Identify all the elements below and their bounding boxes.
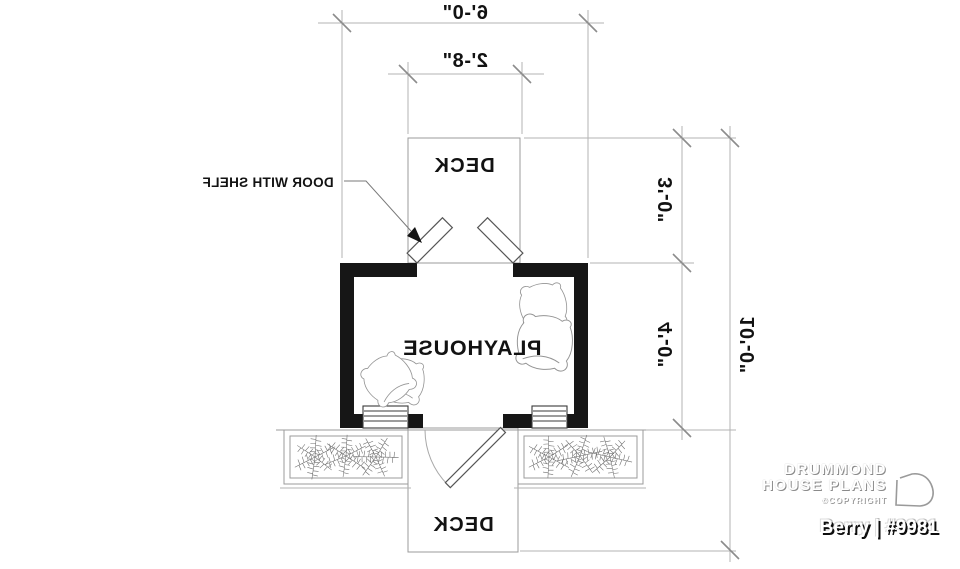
drummond-logo-icon bbox=[895, 473, 934, 507]
dim-overall-width: 6'-0" bbox=[442, 2, 488, 24]
door-note-leader bbox=[344, 180, 422, 243]
dim-overall-depth: 10'-0" bbox=[737, 316, 759, 373]
plan-id: Berry | #9981 bbox=[819, 517, 938, 538]
entry-door-symbol bbox=[424, 426, 507, 489]
playhouse-walls bbox=[340, 263, 588, 428]
deck-bottom-outline bbox=[407, 427, 519, 553]
door-note-label: DOOR WITH SHELF bbox=[202, 175, 333, 190]
planter-left bbox=[514, 427, 646, 489]
double-door-symbols bbox=[406, 216, 524, 264]
planter-right bbox=[280, 426, 411, 489]
dim-deck-depth: 3'-0" bbox=[655, 177, 677, 223]
brand-row: DRUMMOND HOUSE PLANS ©COPYRIGHT bbox=[762, 462, 938, 510]
dim-front-deck-width: 2'-8" bbox=[442, 50, 488, 72]
dimension-ticks bbox=[332, 13, 740, 560]
deck-bottom-label: DECK bbox=[432, 514, 493, 536]
dimension-lines bbox=[318, 13, 740, 562]
watermark: DRUMMOND HOUSE PLANS ©COPYRIGHT Berry | … bbox=[762, 462, 938, 539]
deck-top-label: DECK bbox=[433, 155, 494, 177]
playhouse-label: PLAYHOUSE bbox=[402, 336, 541, 360]
brand-name-line2: HOUSE PLANS bbox=[762, 477, 887, 494]
mirrored-plan-group: 6'-0" 2'-8" 3'-0" 4'-0" 10'-0" DECK PLAY… bbox=[202, 2, 759, 562]
brand-text: DRUMMOND HOUSE PLANS ©COPYRIGHT bbox=[762, 461, 887, 506]
plan-labels: 6'-0" 2'-8" 3'-0" 4'-0" 10'-0" DECK PLAY… bbox=[202, 2, 759, 536]
dim-playhouse-depth: 4'-0" bbox=[655, 322, 677, 368]
extension-lines bbox=[341, 10, 736, 552]
brand-name-line1: DRUMMOND bbox=[784, 461, 887, 478]
window-symbols bbox=[362, 405, 568, 429]
brand-copyright: ©COPYRIGHT bbox=[821, 496, 887, 505]
